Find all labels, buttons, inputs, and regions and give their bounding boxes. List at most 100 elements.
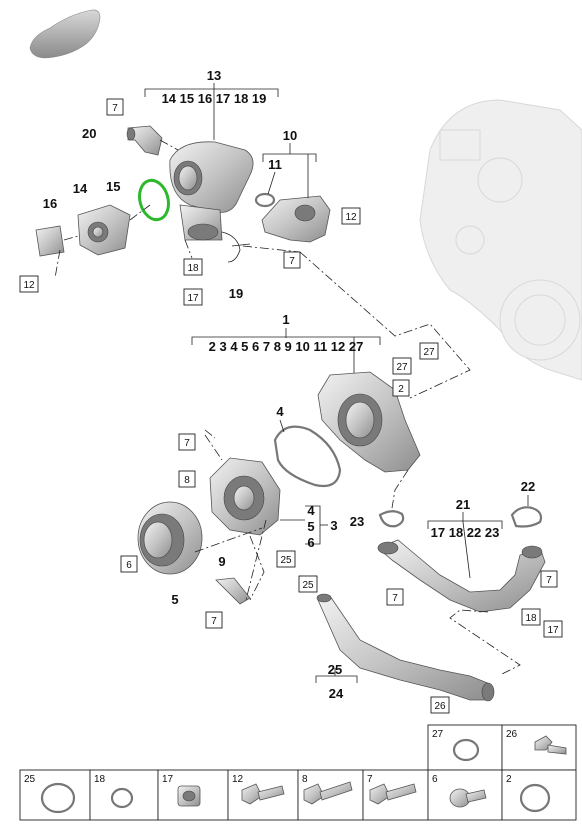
callout-21: 21 <box>456 497 470 512</box>
ref-box-18: 18 <box>521 608 541 626</box>
callout-1-items: 2 3 4 5 6 7 8 9 10 11 12 27 <box>209 339 364 354</box>
callout-23: 23 <box>350 514 364 529</box>
mounting-bracket <box>215 519 267 605</box>
assembly-lines <box>54 239 521 676</box>
svg-text:7: 7 <box>112 103 118 114</box>
ref-box-25: 25 <box>276 550 296 568</box>
callout-group-10 <box>262 143 317 198</box>
ref-box-26: 26 <box>430 696 450 714</box>
ref-box-18: 18 <box>183 258 203 276</box>
pump-impeller <box>204 434 281 536</box>
flange-bolt-long-icon <box>303 781 353 805</box>
callout-9: 9 <box>218 554 225 569</box>
callout-15: 15 <box>106 179 120 194</box>
svg-text:17: 17 <box>187 293 199 304</box>
sensor-connector <box>35 225 79 257</box>
ref-box-7: 7 <box>540 570 558 588</box>
legend-label-26: 26 <box>506 729 518 740</box>
svg-text:2: 2 <box>398 384 404 395</box>
retaining-clip <box>221 231 251 263</box>
ref-box-12: 12 <box>341 207 361 225</box>
callout-group-13 <box>144 83 279 140</box>
legend-label-25: 25 <box>24 774 36 785</box>
callout-22: 22 <box>521 479 535 494</box>
callout-11: 11 <box>268 157 282 172</box>
svg-text:12: 12 <box>23 280 35 291</box>
legend-label-17: 17 <box>162 774 174 785</box>
callout-4: 4 <box>276 404 284 419</box>
ref-box-12: 12 <box>19 275 39 293</box>
cap-screw-icon <box>449 788 487 808</box>
svg-text:7: 7 <box>289 256 295 267</box>
legend-label-12: 12 <box>232 774 244 785</box>
o-ring-small-icon <box>110 787 134 809</box>
legend-label-6: 6 <box>432 774 438 785</box>
coolant-pipe-21 <box>377 539 546 613</box>
o-ring-small <box>254 192 276 208</box>
plug-screw-icon <box>177 785 201 807</box>
callout-group-3 <box>280 505 328 545</box>
legend-label-2: 2 <box>506 774 512 785</box>
callout-1: 1 <box>282 312 289 327</box>
callout-14: 14 <box>73 181 88 196</box>
ref-box-7: 7 <box>178 433 196 451</box>
ref-box-17: 17 <box>543 620 563 638</box>
svg-text:25: 25 <box>280 555 292 566</box>
thermostat-element <box>77 204 151 256</box>
seal-gasket-22 <box>510 495 543 528</box>
thermostat-housing <box>169 141 254 241</box>
callout-10: 10 <box>283 128 297 143</box>
svg-text:7: 7 <box>392 593 398 604</box>
ref-box-27: 27 <box>419 342 439 360</box>
svg-text:26: 26 <box>434 701 446 712</box>
pipe-connector <box>126 125 179 156</box>
callout-24: 24 <box>329 686 344 701</box>
callout-5-sub: 5 <box>307 519 314 534</box>
svg-text:25: 25 <box>302 580 314 591</box>
callout-group-1 <box>191 328 381 380</box>
flange-bolt-icon <box>241 783 285 805</box>
ref-box-17: 17 <box>183 288 203 306</box>
callout-3: 3 <box>330 518 337 533</box>
seal-ring-icon-2 <box>519 783 551 813</box>
callout-25: 25 <box>328 662 342 677</box>
callout-20: 20 <box>82 126 96 141</box>
legend-label-18: 18 <box>94 774 106 785</box>
legend-label-27: 27 <box>432 729 444 740</box>
legend-label-7: 7 <box>367 774 373 785</box>
seal-ring-large-icon <box>40 782 76 814</box>
housing-gasket <box>273 419 342 488</box>
svg-text:27: 27 <box>423 347 435 358</box>
svg-text:12: 12 <box>345 212 357 223</box>
callout-21-items: 17 18 22 23 <box>431 525 500 540</box>
pump-pulley <box>137 501 203 575</box>
callout-13-items: 14 15 16 17 18 19 <box>162 91 267 106</box>
svg-text:7: 7 <box>546 575 552 586</box>
seal-ring-green <box>138 178 170 222</box>
callout-group-21 <box>427 512 503 579</box>
hex-bolt-short-icon <box>534 735 567 755</box>
callout-19: 19 <box>229 286 243 301</box>
ref-box-27: 27 <box>392 357 412 375</box>
car-model-icon <box>29 9 101 59</box>
ref-box-2: 2 <box>392 379 410 397</box>
ref-box-25: 25 <box>298 575 318 593</box>
parts-legend-table <box>19 724 577 821</box>
flange-gasket <box>378 510 405 528</box>
svg-text:7: 7 <box>184 438 190 449</box>
callout-5: 5 <box>171 592 178 607</box>
svg-text:18: 18 <box>525 613 537 624</box>
callout-4-sub: 4 <box>307 503 315 518</box>
callout-group-25 <box>315 668 358 683</box>
ref-box-7: 7 <box>386 588 404 606</box>
callout-16: 16 <box>43 196 57 211</box>
ref-box-6: 6 <box>120 555 138 573</box>
housing-cover <box>261 195 331 243</box>
svg-text:6: 6 <box>126 560 132 571</box>
svg-text:8: 8 <box>184 475 190 486</box>
callout-13: 13 <box>207 68 221 83</box>
ref-box-7: 7 <box>106 98 124 116</box>
water-pump-housing <box>317 371 421 473</box>
engine-background-image <box>419 99 582 381</box>
